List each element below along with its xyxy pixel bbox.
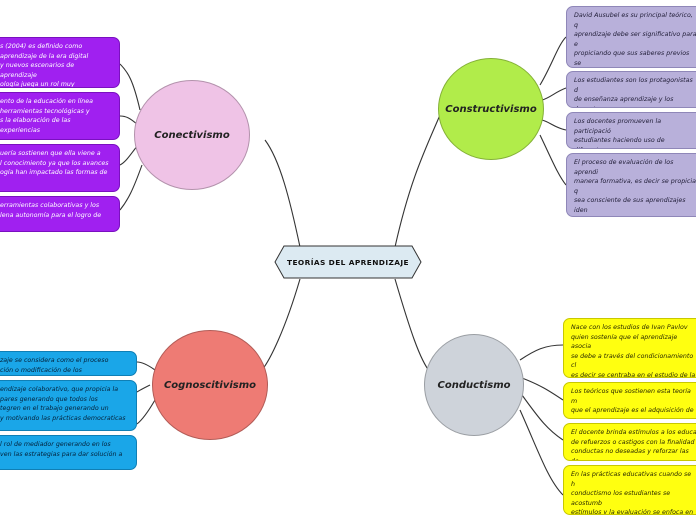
topic-conductismo-title: Conductismo xyxy=(437,379,511,391)
link-constructivismo-item-2 xyxy=(541,87,567,101)
conectivismo-note-3[interactable]: uería sostienen que ella viene a l conoc… xyxy=(0,144,120,192)
link-conectivismo-item-4 xyxy=(119,164,143,211)
topic-conductismo[interactable]: Conductismo xyxy=(424,334,524,436)
link-center-cognoscitivismo xyxy=(261,278,301,371)
constructivismo-note-4[interactable]: El proceso de evaluación de los aprendi … xyxy=(566,153,696,217)
link-cognoscitivismo-item-3 xyxy=(136,399,156,425)
link-cognoscitivismo-item-2 xyxy=(136,384,151,393)
conductismo-note-1[interactable]: Nace con los estudios de Ivan Pavlov qui… xyxy=(563,318,696,378)
link-center-conductismo xyxy=(394,278,431,373)
link-conductismo-item-3 xyxy=(521,394,564,441)
link-conductismo-item-2 xyxy=(521,377,564,401)
topic-conectivismo[interactable]: Conectivismo xyxy=(134,80,250,190)
central-topic-title: TEORÍAS DEL APRENDIZAJE xyxy=(287,257,409,267)
conectivismo-note-4[interactable]: erramientas colaborativas y los lena aut… xyxy=(0,196,120,232)
constructivismo-note-2[interactable]: Los estudiantes son los protagonistas d … xyxy=(566,71,696,108)
cognoscitivismo-note-3[interactable]: l rol de mediador generando en los ven l… xyxy=(0,435,137,470)
topic-constructivismo-title: Constructivismo xyxy=(445,103,537,115)
conectivismo-note-1[interactable]: s (2004) es definido como aprendizaje de… xyxy=(0,37,120,88)
link-center-conectivismo xyxy=(264,139,301,248)
topic-cognoscitivismo-title: Cognoscitivismo xyxy=(163,379,257,391)
topic-conectivismo-title: Conectivismo xyxy=(154,129,230,141)
link-constructivismo-item-3 xyxy=(541,119,567,131)
central-topic[interactable]: TEORÍAS DEL APRENDIZAJE xyxy=(274,245,422,279)
conductismo-note-3[interactable]: El docente brinda estímulos a los educa … xyxy=(563,423,696,461)
link-conductismo-item-1 xyxy=(519,344,564,361)
link-conductismo-item-4 xyxy=(519,409,564,496)
topic-constructivismo[interactable]: Constructivismo xyxy=(438,58,544,160)
constructivismo-note-3[interactable]: Los docentes promueven la participació e… xyxy=(566,112,696,149)
link-constructivismo-item-4 xyxy=(539,134,567,186)
cognoscitivismo-note-2[interactable]: endizaje colaborativo, que propicia la p… xyxy=(0,380,137,431)
topic-cognoscitivismo[interactable]: Cognoscitivismo xyxy=(152,330,268,440)
constructivismo-note-1[interactable]: David Ausubel es su principal teórico, q… xyxy=(566,6,696,68)
conductismo-note-4[interactable]: En las prácticas educativas cuando se h … xyxy=(563,465,696,515)
link-center-constructivismo xyxy=(394,114,441,248)
cognoscitivismo-note-1[interactable]: zaje se considera como el proceso ción o… xyxy=(0,351,137,376)
conectivismo-note-2[interactable]: ento de la educación en línea herramient… xyxy=(0,92,120,140)
link-conectivismo-item-1 xyxy=(119,63,141,111)
conductismo-note-2[interactable]: Los teóricos que sostienen esta teoría m… xyxy=(563,382,696,419)
link-cognoscitivismo-item-1 xyxy=(136,361,156,371)
central-topic-shape xyxy=(274,245,422,279)
link-constructivismo-item-1 xyxy=(539,36,567,86)
